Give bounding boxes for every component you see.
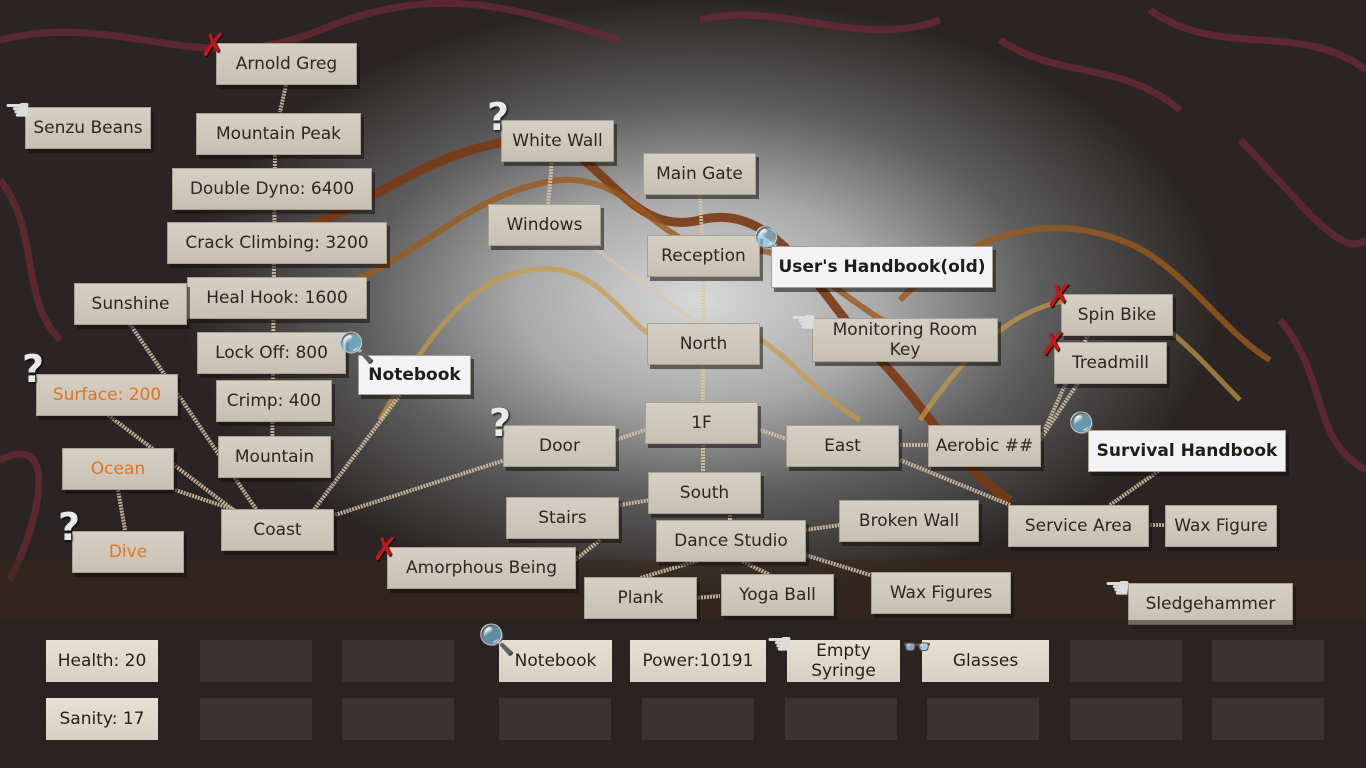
cross-icon: ✗ — [200, 26, 227, 64]
inventory-panel: Health: 20 Sanity: 17 Notebook Power:101… — [20, 620, 1346, 748]
node-reception[interactable]: Reception — [647, 235, 760, 277]
node-main-gate[interactable]: Main Gate — [643, 153, 756, 195]
node-amorphous-being[interactable]: Amorphous Being — [387, 547, 576, 589]
question-icon: ? — [489, 401, 512, 445]
empty-slot[interactable] — [1070, 698, 1182, 740]
node-crack-climbing[interactable]: Crack Climbing: 3200 — [167, 222, 387, 264]
node-wax-figures[interactable]: Wax Figures — [871, 572, 1011, 614]
node-north[interactable]: North — [647, 323, 760, 365]
empty-slot[interactable] — [342, 640, 454, 682]
node-arnold-greg[interactable]: Arnold Greg — [216, 43, 357, 85]
inventory-glasses[interactable]: Glasses — [922, 640, 1049, 682]
node-stairs[interactable]: Stairs — [506, 497, 619, 539]
glasses-icon: 👓 — [902, 633, 932, 661]
node-east[interactable]: East — [786, 425, 899, 467]
empty-slot[interactable] — [200, 640, 312, 682]
node-coast[interactable]: Coast — [221, 509, 334, 551]
node-door[interactable]: Door — [503, 425, 616, 467]
question-icon: ? — [58, 505, 81, 549]
inventory-empty-syringe[interactable]: Empty Syringe — [787, 640, 900, 682]
hand-icon: ☚ — [1104, 571, 1131, 606]
hand-icon: ☚ — [4, 93, 31, 128]
node-broken-wall[interactable]: Broken Wall — [839, 500, 979, 542]
node-mountain[interactable]: Mountain — [218, 436, 331, 478]
question-icon: ? — [22, 347, 45, 391]
empty-slot[interactable] — [200, 698, 312, 740]
node-treadmill[interactable]: Treadmill — [1054, 342, 1167, 384]
empty-slot[interactable] — [642, 698, 754, 740]
node-aerobic[interactable]: Aerobic ## — [928, 425, 1041, 467]
node-users-handbook[interactable]: User's Handbook(old) — [771, 246, 993, 288]
node-spin-bike[interactable]: Spin Bike — [1061, 294, 1173, 336]
cross-icon: ✗ — [1046, 277, 1073, 315]
node-dance-studio[interactable]: Dance Studio — [656, 520, 806, 562]
node-senzu-beans[interactable]: Senzu Beans — [25, 107, 151, 149]
node-crimp[interactable]: Crimp: 400 — [216, 380, 332, 422]
empty-slot[interactable] — [1212, 698, 1324, 740]
node-sunshine[interactable]: Sunshine — [74, 283, 187, 325]
node-wax-figure[interactable]: Wax Figure — [1165, 505, 1277, 547]
node-windows[interactable]: Windows — [488, 204, 601, 246]
question-icon: ? — [487, 95, 510, 139]
sanity-stat: Sanity: 17 — [46, 698, 158, 740]
inventory-notebook[interactable]: Notebook — [499, 640, 612, 682]
inventory-power[interactable]: Power:10191 — [630, 640, 766, 682]
node-lock-off[interactable]: Lock Off: 800 — [197, 332, 346, 374]
node-south[interactable]: South — [648, 472, 761, 514]
health-stat: Health: 20 — [46, 640, 158, 682]
cross-icon: ✗ — [372, 530, 399, 568]
node-sledgehammer[interactable]: Sledgehammer — [1128, 583, 1293, 625]
node-white-wall[interactable]: White Wall — [501, 120, 614, 162]
node-yoga-ball[interactable]: Yoga Ball — [721, 574, 834, 616]
magnifier-icon: 🔍 — [478, 623, 516, 658]
node-monitoring-room-key[interactable]: Monitoring Room Key — [812, 318, 998, 362]
empty-slot[interactable] — [927, 698, 1039, 740]
empty-slot[interactable] — [499, 698, 611, 740]
node-1f[interactable]: 1F — [645, 402, 758, 444]
node-heal-hook[interactable]: Heal Hook: 1600 — [187, 277, 367, 319]
magnifier-icon: 🔍 — [338, 331, 376, 366]
node-notebook[interactable]: Notebook — [358, 355, 471, 395]
empty-slot[interactable] — [342, 698, 454, 740]
hand-icon: ☚ — [766, 627, 793, 662]
empty-slot[interactable] — [785, 698, 897, 740]
node-mountain-peak[interactable]: Mountain Peak — [196, 113, 361, 155]
empty-slot[interactable] — [1070, 640, 1182, 682]
node-double-dyno[interactable]: Double Dyno: 6400 — [172, 168, 372, 210]
hand-icon: ☚ — [790, 305, 817, 340]
node-plank[interactable]: Plank — [584, 577, 697, 619]
node-surface[interactable]: Surface: 200 — [36, 374, 178, 416]
cross-icon: ✗ — [1040, 325, 1067, 363]
node-ocean[interactable]: Ocean — [62, 448, 174, 490]
node-dive[interactable]: Dive — [72, 531, 184, 573]
empty-slot[interactable] — [1212, 640, 1324, 682]
node-service-area[interactable]: Service Area — [1008, 505, 1149, 547]
node-survival-handbook[interactable]: Survival Handbook — [1088, 430, 1286, 472]
